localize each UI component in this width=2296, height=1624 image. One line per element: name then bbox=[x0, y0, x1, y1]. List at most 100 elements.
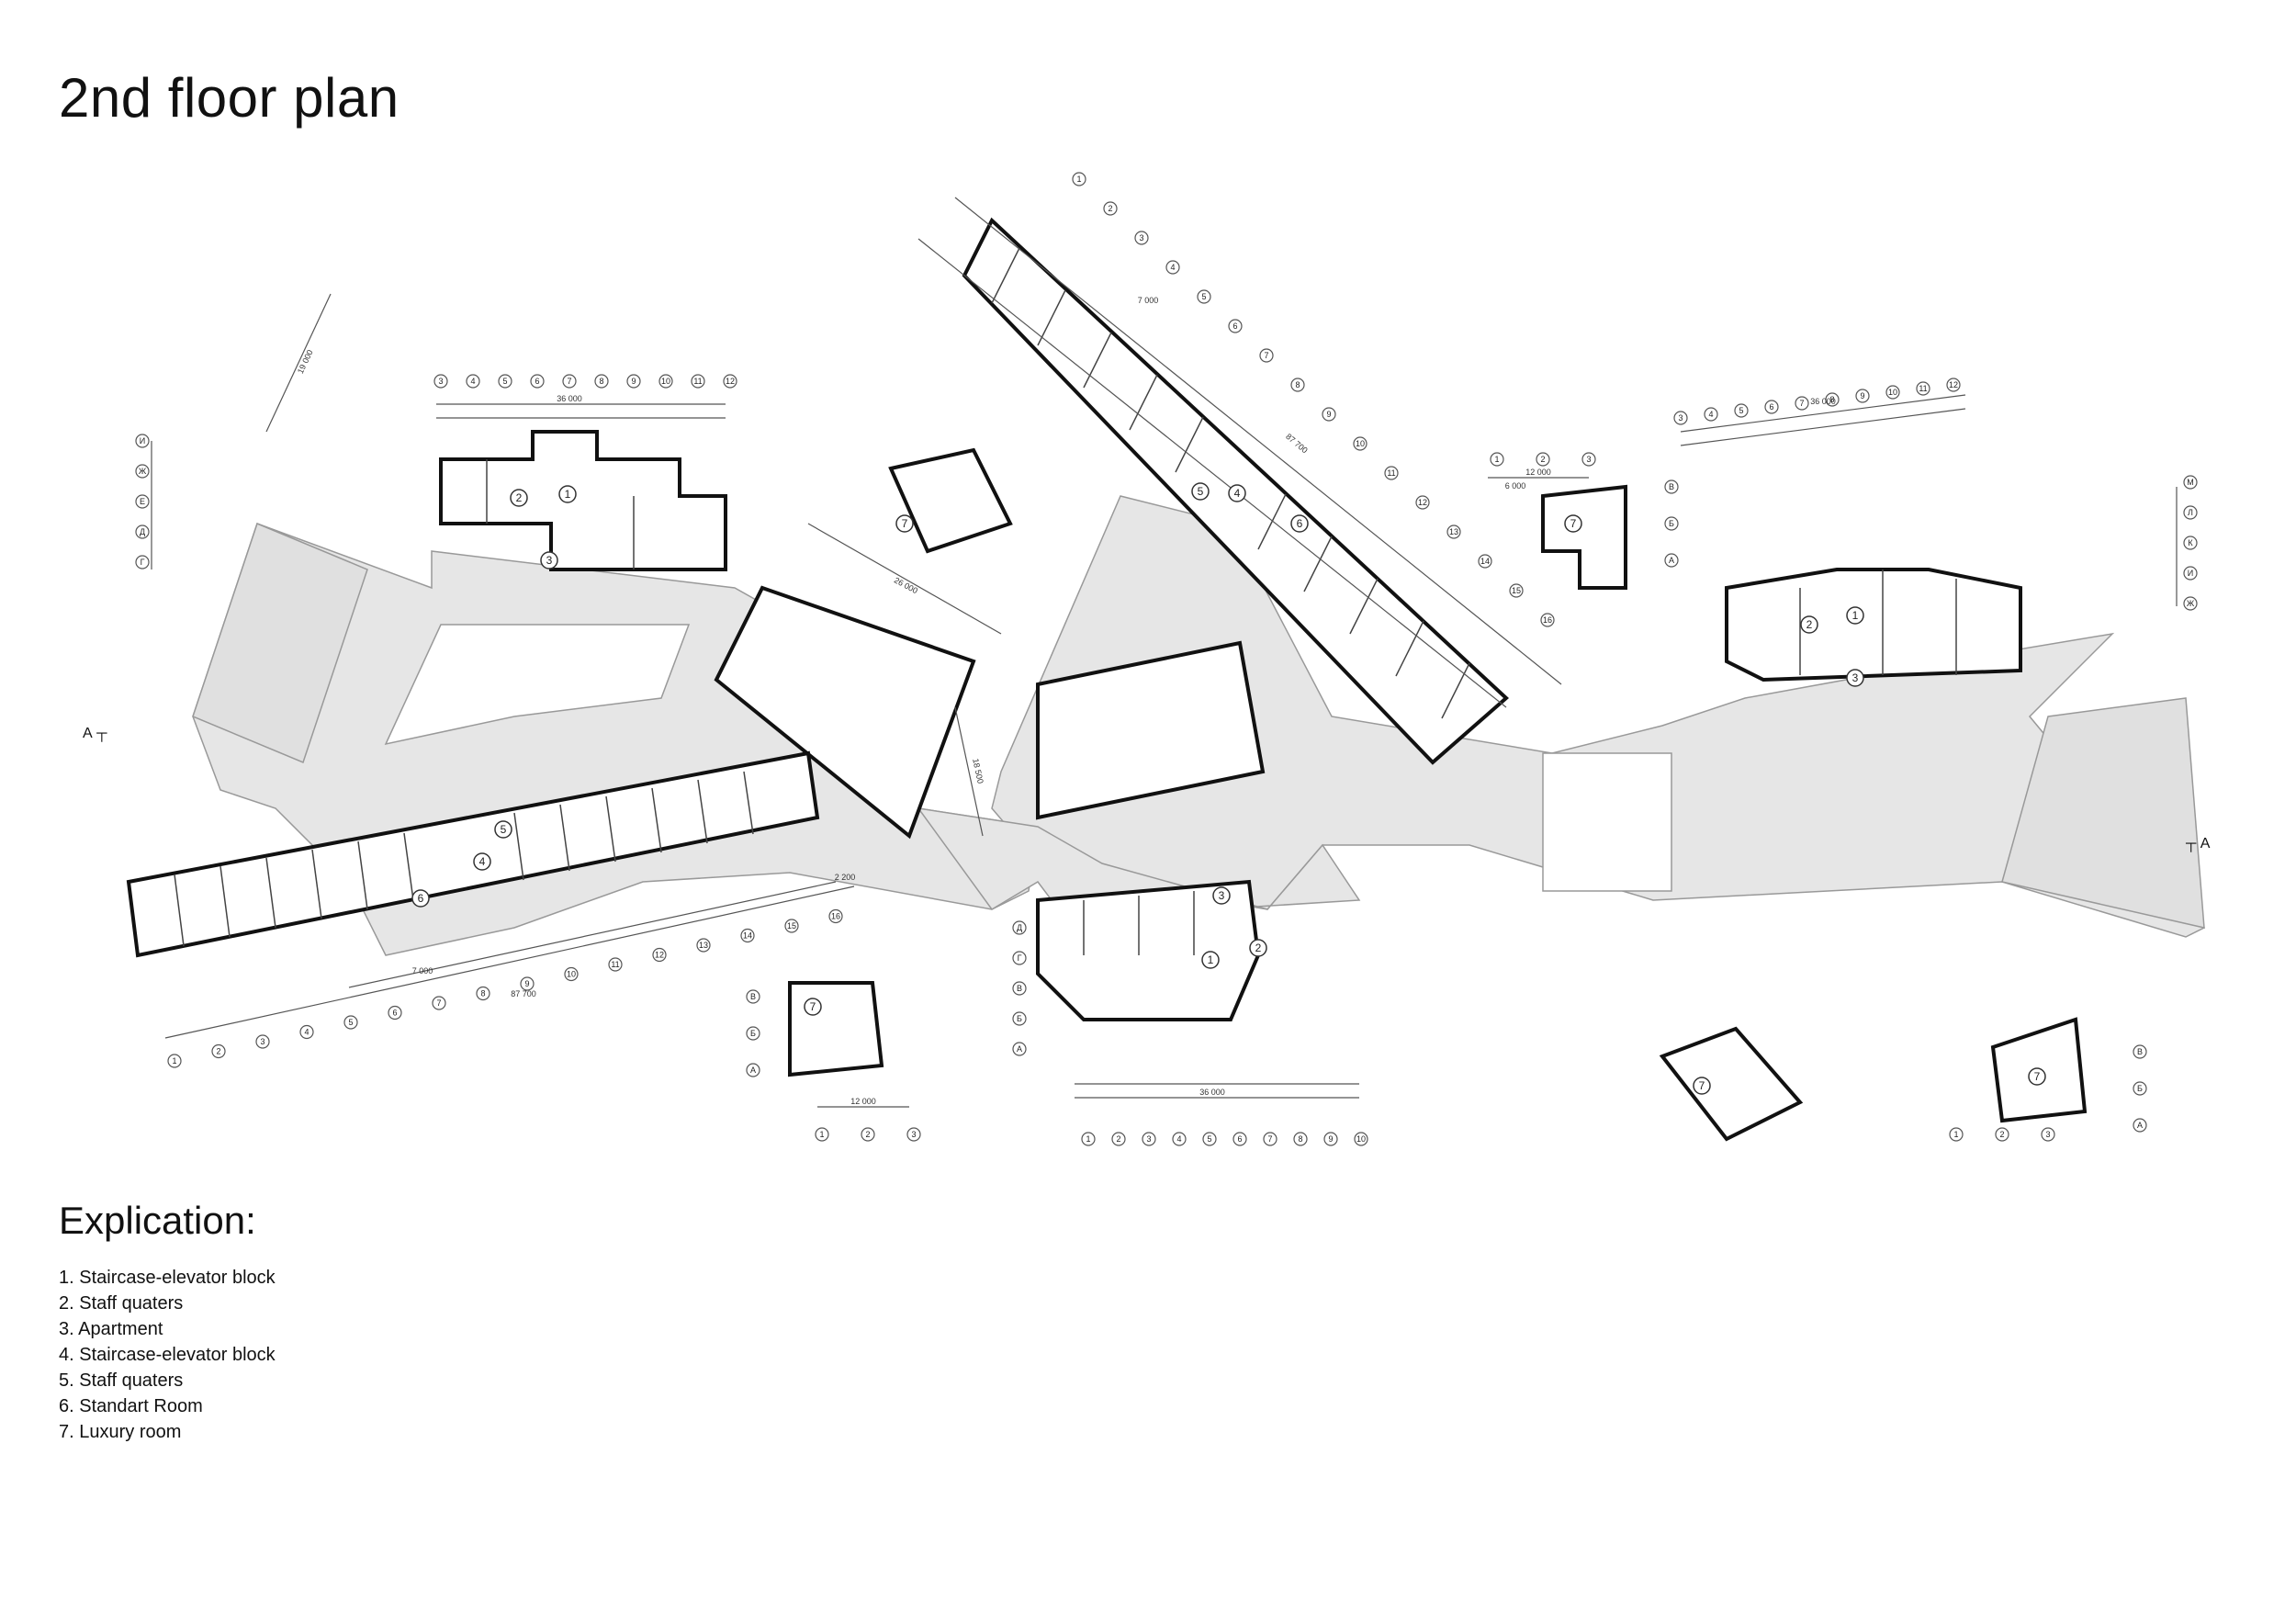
axis-circle: 11 bbox=[1384, 466, 1399, 480]
axis-circle: Г bbox=[1012, 951, 1027, 965]
svg-text:8: 8 bbox=[599, 377, 603, 386]
svg-text:1: 1 bbox=[565, 488, 571, 501]
dim-bottom-total: 36 000 bbox=[1199, 1088, 1225, 1097]
axis-circle: 1 bbox=[1949, 1127, 1964, 1142]
svg-text:К: К bbox=[2188, 538, 2193, 547]
svg-text:И: И bbox=[140, 436, 145, 445]
svg-text:6: 6 bbox=[1297, 517, 1303, 530]
axis-circle: 9 bbox=[520, 976, 535, 991]
axis-circle: 2 bbox=[1995, 1127, 2009, 1142]
axis-circle: 1 bbox=[1081, 1132, 1096, 1146]
svg-text:В: В bbox=[1017, 984, 1022, 993]
explication-item: 1. Staircase-elevator block bbox=[59, 1268, 276, 1288]
axis-circle: 7 bbox=[1263, 1132, 1277, 1146]
axis-circle: А bbox=[746, 1063, 760, 1077]
svg-text:3: 3 bbox=[911, 1130, 916, 1139]
axis-circle: М bbox=[2183, 475, 2198, 490]
axis-circle: 2 bbox=[861, 1127, 875, 1142]
svg-text:7: 7 bbox=[1267, 1134, 1272, 1144]
svg-text:2: 2 bbox=[1116, 1134, 1120, 1144]
svg-text:10: 10 bbox=[1356, 1134, 1366, 1144]
axis-circle: 10 bbox=[1885, 385, 1900, 400]
svg-text:4: 4 bbox=[1234, 487, 1241, 500]
axis-circle: 3 bbox=[1673, 411, 1688, 425]
room-number: 7 bbox=[1693, 1077, 1711, 1095]
svg-text:В: В bbox=[1669, 482, 1674, 491]
explication-item: 3. Apartment bbox=[59, 1319, 163, 1339]
svg-text:7: 7 bbox=[567, 377, 571, 386]
svg-text:3: 3 bbox=[1146, 1134, 1151, 1144]
svg-text:5: 5 bbox=[1198, 485, 1204, 498]
block-east bbox=[1725, 568, 2022, 682]
axis-circle: Е bbox=[135, 494, 150, 509]
east-passage bbox=[1542, 752, 1672, 892]
axis-circle: Б bbox=[1664, 516, 1679, 531]
svg-text:Б: Б bbox=[2137, 1084, 2143, 1093]
svg-text:4: 4 bbox=[470, 377, 475, 386]
svg-text:В: В bbox=[750, 992, 756, 1001]
svg-text:5: 5 bbox=[1207, 1134, 1211, 1144]
svg-text:М: М bbox=[2187, 478, 2194, 487]
axis-circle: 6 bbox=[530, 374, 545, 389]
axis-circle: 13 bbox=[1446, 524, 1461, 539]
room-partitions bbox=[174, 247, 1957, 955]
room-number: 1 bbox=[1201, 951, 1220, 969]
svg-text:15: 15 bbox=[787, 921, 796, 930]
svg-text:7: 7 bbox=[1264, 351, 1268, 360]
svg-text:И: И bbox=[2188, 569, 2193, 578]
axis-circle: 12 bbox=[652, 947, 667, 963]
axis-circle: 12 bbox=[1946, 378, 1961, 392]
svg-text:2: 2 bbox=[1540, 455, 1545, 464]
axis-circle: Л bbox=[2183, 505, 2198, 520]
svg-text:4: 4 bbox=[304, 1028, 309, 1037]
axis-circle: 6 bbox=[1232, 1132, 1247, 1146]
svg-text:11: 11 bbox=[693, 377, 702, 386]
svg-text:1: 1 bbox=[1086, 1134, 1090, 1144]
room-number: 7 bbox=[1564, 514, 1582, 533]
svg-text:1: 1 bbox=[1852, 609, 1859, 622]
room-number: 2 bbox=[510, 489, 528, 507]
svg-text:2: 2 bbox=[1806, 618, 1813, 631]
svg-text:11: 11 bbox=[611, 960, 619, 969]
dim-long-total-ne: 87 700 bbox=[1284, 432, 1310, 455]
svg-text:1: 1 bbox=[819, 1130, 824, 1139]
axis-circle: 3 bbox=[255, 1034, 270, 1049]
svg-text:2: 2 bbox=[1255, 942, 1262, 954]
axis-circle: К bbox=[2183, 536, 2198, 550]
svg-text:3: 3 bbox=[260, 1037, 264, 1046]
svg-text:7: 7 bbox=[2034, 1070, 2041, 1083]
svg-text:5: 5 bbox=[348, 1018, 353, 1027]
svg-text:12: 12 bbox=[655, 951, 664, 960]
axis-circle: 8 bbox=[1825, 392, 1840, 407]
axis-circle: 6 bbox=[388, 1005, 402, 1021]
explication-item: 6. Standart Room bbox=[59, 1396, 203, 1416]
axis-circle: Б bbox=[1012, 1011, 1027, 1026]
room-number: 2 bbox=[1249, 939, 1267, 957]
svg-text:4: 4 bbox=[1708, 410, 1713, 419]
south-plaza bbox=[917, 806, 1361, 919]
svg-text:6: 6 bbox=[418, 892, 424, 905]
svg-text:2: 2 bbox=[1108, 204, 1112, 213]
svg-text:В: В bbox=[2137, 1047, 2143, 1056]
svg-text:12: 12 bbox=[1949, 380, 1958, 389]
block-southwest-wing bbox=[126, 750, 820, 958]
west-plaza-inner-court bbox=[384, 624, 691, 746]
room-number: 4 bbox=[1228, 484, 1246, 502]
svg-text:10: 10 bbox=[1356, 439, 1365, 448]
svg-text:Е: Е bbox=[140, 497, 145, 506]
west-parking bbox=[192, 522, 368, 764]
svg-text:7: 7 bbox=[436, 998, 441, 1008]
axis-circle: 7 bbox=[1795, 396, 1809, 411]
svg-text:1: 1 bbox=[1953, 1130, 1958, 1139]
axis-circle: 3 bbox=[1142, 1132, 1156, 1146]
section-marker-west: А ┬ bbox=[83, 726, 107, 741]
page-title: 2nd floor plan bbox=[59, 67, 400, 129]
axis-circle: 14 bbox=[740, 928, 755, 943]
room-number: 3 bbox=[1846, 669, 1864, 687]
svg-text:Л: Л bbox=[2188, 508, 2193, 517]
svg-text:5: 5 bbox=[502, 377, 507, 386]
axis-circle: 10 bbox=[1353, 436, 1367, 451]
svg-text:11: 11 bbox=[1387, 468, 1395, 478]
